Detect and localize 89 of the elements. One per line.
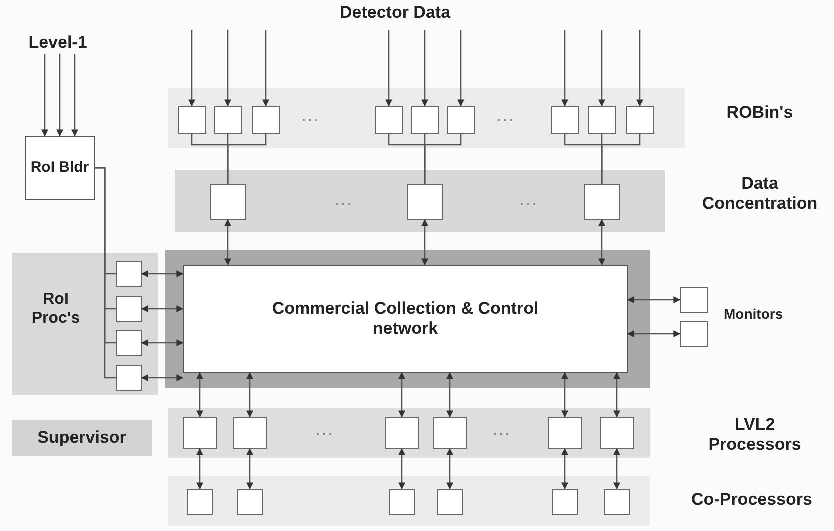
arrow <box>246 372 254 418</box>
box-label: RoI Bldr <box>30 159 90 177</box>
empty-box <box>548 417 582 449</box>
empty-box <box>233 417 267 449</box>
ellipsis: ... <box>335 192 354 209</box>
empty-box <box>680 321 708 347</box>
heading: Detector Data <box>340 3 451 23</box>
arrow <box>627 330 681 338</box>
arrow <box>614 372 620 418</box>
empty-box <box>389 489 415 515</box>
supervisor-band <box>12 420 152 456</box>
ellipsis: ... <box>520 192 539 209</box>
empty-box <box>447 106 475 134</box>
empty-box <box>552 489 578 515</box>
band-label: LVL2 Processors <box>708 415 802 456</box>
connector-line <box>227 134 267 184</box>
arrow <box>446 448 454 490</box>
arrow <box>196 448 204 490</box>
ellipsis: ... <box>316 422 335 439</box>
empty-box <box>433 417 467 449</box>
empty-box <box>187 489 213 515</box>
empty-box <box>626 106 654 134</box>
arrow <box>614 448 620 490</box>
arrow <box>398 372 406 418</box>
ellipsis: ... <box>497 108 516 125</box>
arrow <box>224 219 232 266</box>
arrow <box>422 219 428 266</box>
arrow <box>636 30 644 107</box>
arrow <box>458 30 464 107</box>
empty-box <box>183 417 217 449</box>
arrow <box>72 54 78 137</box>
empty-box <box>588 106 616 134</box>
empty-box <box>385 417 419 449</box>
arrow <box>562 448 568 490</box>
arrow <box>598 219 606 266</box>
arrow <box>42 54 48 137</box>
empty-box <box>116 330 142 356</box>
empty-box <box>214 106 242 134</box>
empty-box <box>680 287 708 313</box>
group-label: Monitors <box>724 306 784 322</box>
arrow <box>141 270 184 278</box>
empty-box <box>604 489 630 515</box>
network-frame <box>165 250 650 388</box>
band-label: ROBin's <box>726 103 794 124</box>
ellipsis: ... <box>493 422 512 439</box>
arrow <box>56 54 64 137</box>
shaded-band <box>12 253 158 395</box>
arrow <box>141 306 184 312</box>
arrow <box>562 372 568 418</box>
arrow <box>386 30 392 107</box>
empty-box <box>178 106 206 134</box>
arrow <box>627 296 681 304</box>
builder-box <box>25 136 95 200</box>
arrow <box>446 372 454 418</box>
band-label: Co-Processors <box>692 490 812 510</box>
band-label: Data Concentration <box>701 174 819 215</box>
empty-box <box>584 184 620 220</box>
empty-box <box>252 106 280 134</box>
connector-line <box>95 167 116 379</box>
arrow <box>141 340 184 346</box>
empty-box <box>375 106 403 134</box>
arrow <box>262 30 270 107</box>
arrow <box>188 30 196 107</box>
connector-line <box>601 134 641 184</box>
empty-box <box>551 106 579 134</box>
empty-box <box>210 184 246 220</box>
band-label: RoI Proc's <box>30 290 82 328</box>
arrow <box>598 30 606 107</box>
band-label: Supervisor <box>38 428 126 448</box>
arrow <box>422 30 428 107</box>
empty-box <box>600 417 634 449</box>
arrow <box>141 374 184 382</box>
empty-box <box>407 184 443 220</box>
ellipsis: ... <box>302 108 321 125</box>
empty-box <box>237 489 263 515</box>
empty-box <box>411 106 439 134</box>
empty-box <box>116 261 142 287</box>
network-box <box>183 265 628 373</box>
source-text: Level-1 <box>28 32 88 54</box>
empty-box <box>116 365 142 391</box>
connector-line <box>424 134 462 184</box>
empty-box <box>116 296 142 322</box>
box-label: Commercial Collection & Control network <box>271 298 540 340</box>
arrow <box>196 372 204 418</box>
arrow <box>246 448 254 490</box>
arrow <box>562 30 568 107</box>
arrow <box>224 30 232 107</box>
arrow <box>398 448 406 490</box>
empty-box <box>437 489 463 515</box>
